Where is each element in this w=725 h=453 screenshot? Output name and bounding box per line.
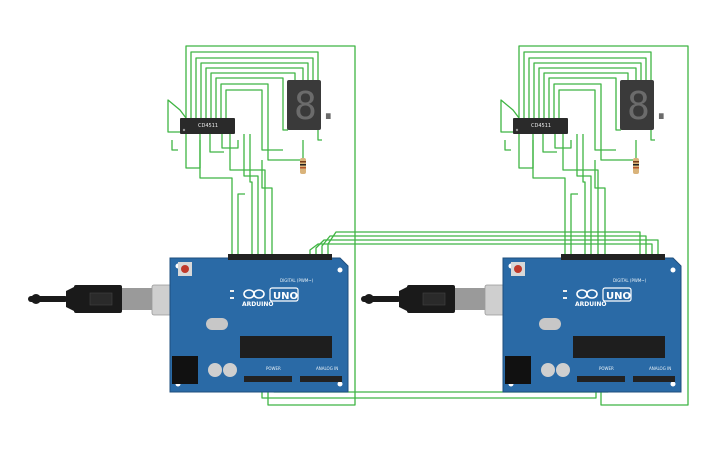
wire[interactable] — [205, 67, 304, 118]
capacitor — [541, 363, 555, 377]
wire[interactable] — [594, 160, 606, 254]
decoder-ic-label: CD4511 — [198, 123, 218, 129]
microcontroller-chip — [573, 336, 665, 358]
power-label: POWER — [599, 366, 614, 371]
crystal — [539, 318, 561, 330]
wire[interactable] — [185, 134, 201, 169]
wire[interactable] — [167, 99, 187, 133]
capacitor — [208, 363, 222, 377]
resistor[interactable] — [300, 158, 306, 174]
wire[interactable] — [171, 140, 178, 151]
power-header[interactable] — [577, 376, 625, 382]
wire[interactable] — [558, 89, 616, 151]
wire[interactable] — [315, 239, 659, 254]
analog-header[interactable] — [633, 376, 675, 382]
wire[interactable] — [209, 134, 224, 153]
arduino-logo — [576, 289, 598, 299]
status-led — [563, 290, 567, 292]
arduino-board[interactable]: DIGITAL (PWM~) ARDUINO UNO POWER ANALOG … — [502, 254, 682, 393]
wire[interactable] — [553, 83, 633, 161]
wire[interactable] — [548, 77, 621, 131]
microcontroller-chip — [240, 336, 332, 358]
wire[interactable] — [327, 231, 641, 254]
brand-label: ARDUINO — [242, 301, 273, 308]
wire[interactable] — [200, 62, 309, 118]
wire[interactable] — [249, 134, 253, 254]
model-label: UNO — [273, 291, 298, 302]
analog-label: ANALOG IN — [316, 366, 338, 371]
wire[interactable] — [225, 89, 283, 151]
wire[interactable] — [229, 134, 266, 254]
wire[interactable] — [562, 134, 599, 254]
wire[interactable] — [504, 140, 511, 151]
seven-segment-display[interactable]: 8. — [287, 80, 340, 130]
digital-label: DIGITAL (PWM~) — [613, 278, 647, 283]
wire[interactable] — [195, 57, 314, 118]
power-jack[interactable] — [172, 356, 198, 384]
wire[interactable] — [220, 83, 300, 161]
wire[interactable] — [543, 72, 629, 118]
wire[interactable] — [542, 134, 557, 153]
wire[interactable] — [237, 193, 245, 254]
display-digit: 8. — [627, 84, 673, 128]
wire[interactable] — [532, 134, 566, 254]
decoder-ic[interactable]: CD4511 — [513, 118, 568, 134]
model-label: UNO — [606, 291, 631, 302]
status-led — [230, 290, 234, 292]
wire[interactable] — [210, 72, 296, 118]
decoder-ic-label: CD4511 — [531, 123, 551, 129]
status-led — [230, 297, 234, 299]
wire[interactable] — [518, 45, 689, 406]
wire[interactable] — [261, 160, 273, 254]
analog-header[interactable] — [300, 376, 342, 382]
wire[interactable] — [185, 45, 356, 406]
decoder-ic[interactable]: CD4511 — [180, 118, 235, 134]
wire[interactable] — [533, 62, 642, 118]
right-module: CD4511 8. — [361, 80, 682, 393]
left-module: CD4511 8. — [28, 80, 349, 393]
display-digit: 8. — [294, 84, 340, 128]
wire[interactable] — [518, 134, 534, 169]
wire[interactable] — [538, 67, 637, 118]
analog-label: ANALOG IN — [649, 366, 671, 371]
digital-header[interactable] — [561, 254, 665, 260]
wire[interactable] — [321, 235, 647, 254]
wire[interactable] — [570, 193, 578, 254]
capacitor — [223, 363, 237, 377]
wire[interactable] — [528, 57, 647, 118]
brand-label: ARDUINO — [575, 301, 606, 308]
wire[interactable] — [582, 134, 586, 254]
wire[interactable] — [215, 77, 288, 131]
wire[interactable] — [243, 134, 259, 254]
crystal — [206, 318, 228, 330]
status-led — [563, 297, 567, 299]
wire[interactable] — [576, 134, 592, 254]
digital-label: DIGITAL (PWM~) — [280, 278, 314, 283]
wire[interactable] — [523, 51, 655, 141]
capacitor — [556, 363, 570, 377]
resistor[interactable] — [633, 158, 639, 174]
reset-button[interactable] — [181, 265, 189, 273]
digital-header[interactable] — [228, 254, 332, 260]
arduino-board[interactable]: DIGITAL (PWM~) ARDUINO UNO POWE — [169, 254, 349, 393]
wire[interactable] — [199, 134, 233, 254]
arduino-logo — [243, 289, 265, 299]
power-jack[interactable] — [505, 356, 531, 384]
reset-button[interactable] — [514, 265, 522, 273]
wire[interactable] — [500, 99, 520, 133]
power-label: POWER — [266, 366, 281, 371]
wire[interactable] — [190, 51, 322, 141]
power-header[interactable] — [244, 376, 292, 382]
wire[interactable] — [309, 243, 653, 254]
seven-segment-display[interactable]: 8. — [620, 80, 673, 130]
